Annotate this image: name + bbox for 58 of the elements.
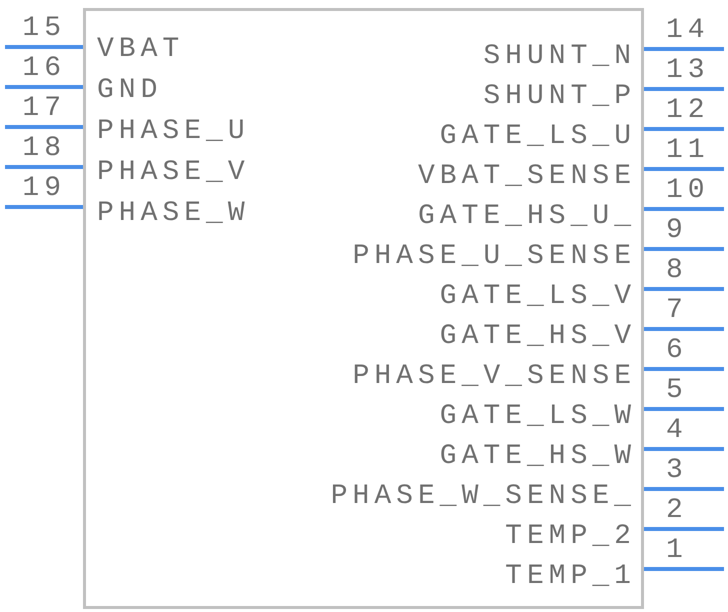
pin-name: GATE_LS_V: [440, 282, 641, 312]
pin-name: SHUNT_P: [483, 82, 641, 112]
pin-number: 14: [666, 16, 710, 46]
pin-number: 8: [666, 256, 688, 286]
pin-number: 4: [666, 416, 688, 446]
pin-name: GATE_HS_U_: [418, 202, 641, 232]
pin-name: GATE_LS_W: [440, 402, 641, 432]
pin-number: 6: [666, 336, 688, 366]
pin-name: PHASE_W: [86, 199, 250, 229]
pin-line: [641, 127, 724, 131]
pin-name: GATE_HS_V: [440, 322, 641, 352]
pin-number: 15: [22, 14, 66, 44]
pin-name: PHASE_V_SENSE: [352, 362, 641, 392]
pin-name: GND: [86, 76, 162, 106]
pin-name: TEMP_2: [505, 522, 641, 552]
pin-line: [5, 85, 86, 89]
pin-name: PHASE_U: [86, 117, 250, 147]
pin-number: 3: [666, 456, 688, 486]
pin-name: PHASE_U_SENSE: [352, 242, 641, 272]
pin-line: [641, 327, 724, 331]
pin-number: 18: [22, 134, 66, 164]
pin-name: PHASE_V: [86, 158, 250, 188]
pin-line: [5, 125, 86, 129]
pin-line: [641, 487, 724, 491]
pin-line: [641, 367, 724, 371]
pin-name: PHASE_W_SENSE_: [330, 482, 641, 512]
pin-line: [641, 407, 724, 411]
pin-number: 12: [666, 96, 710, 126]
pin-line: [641, 287, 724, 291]
pin-name: GATE_HS_W: [440, 442, 641, 472]
pin-line: [641, 447, 724, 451]
pin-number: 7: [666, 296, 688, 326]
pin-line: [641, 247, 724, 251]
pin-line: [641, 47, 724, 51]
pin-number: 17: [22, 94, 66, 124]
pin-line: [641, 527, 724, 531]
pin-name: SHUNT_N: [483, 42, 641, 72]
pin-number: 10: [666, 176, 710, 206]
pin-line: [5, 165, 86, 169]
pin-number: 5: [666, 376, 688, 406]
pin-line: [5, 205, 86, 209]
pin-name: GATE_LS_U: [440, 122, 641, 152]
pin-number: 2: [666, 496, 688, 526]
pin-number: 11: [666, 136, 710, 166]
pin-line: [641, 167, 724, 171]
pin-number: 19: [22, 174, 66, 204]
pin-line: [641, 567, 724, 571]
pin-number: 9: [666, 216, 688, 246]
pin-number: 1: [666, 536, 688, 566]
ic-body: [83, 8, 644, 609]
pin-number: 13: [666, 56, 710, 86]
pin-line: [5, 45, 86, 49]
pin-name: TEMP_1: [505, 562, 641, 592]
pin-name: VBAT_SENSE: [418, 162, 641, 192]
pin-line: [641, 87, 724, 91]
pin-name: VBAT: [86, 35, 184, 65]
pin-number: 16: [22, 54, 66, 84]
pin-line: [641, 207, 724, 211]
